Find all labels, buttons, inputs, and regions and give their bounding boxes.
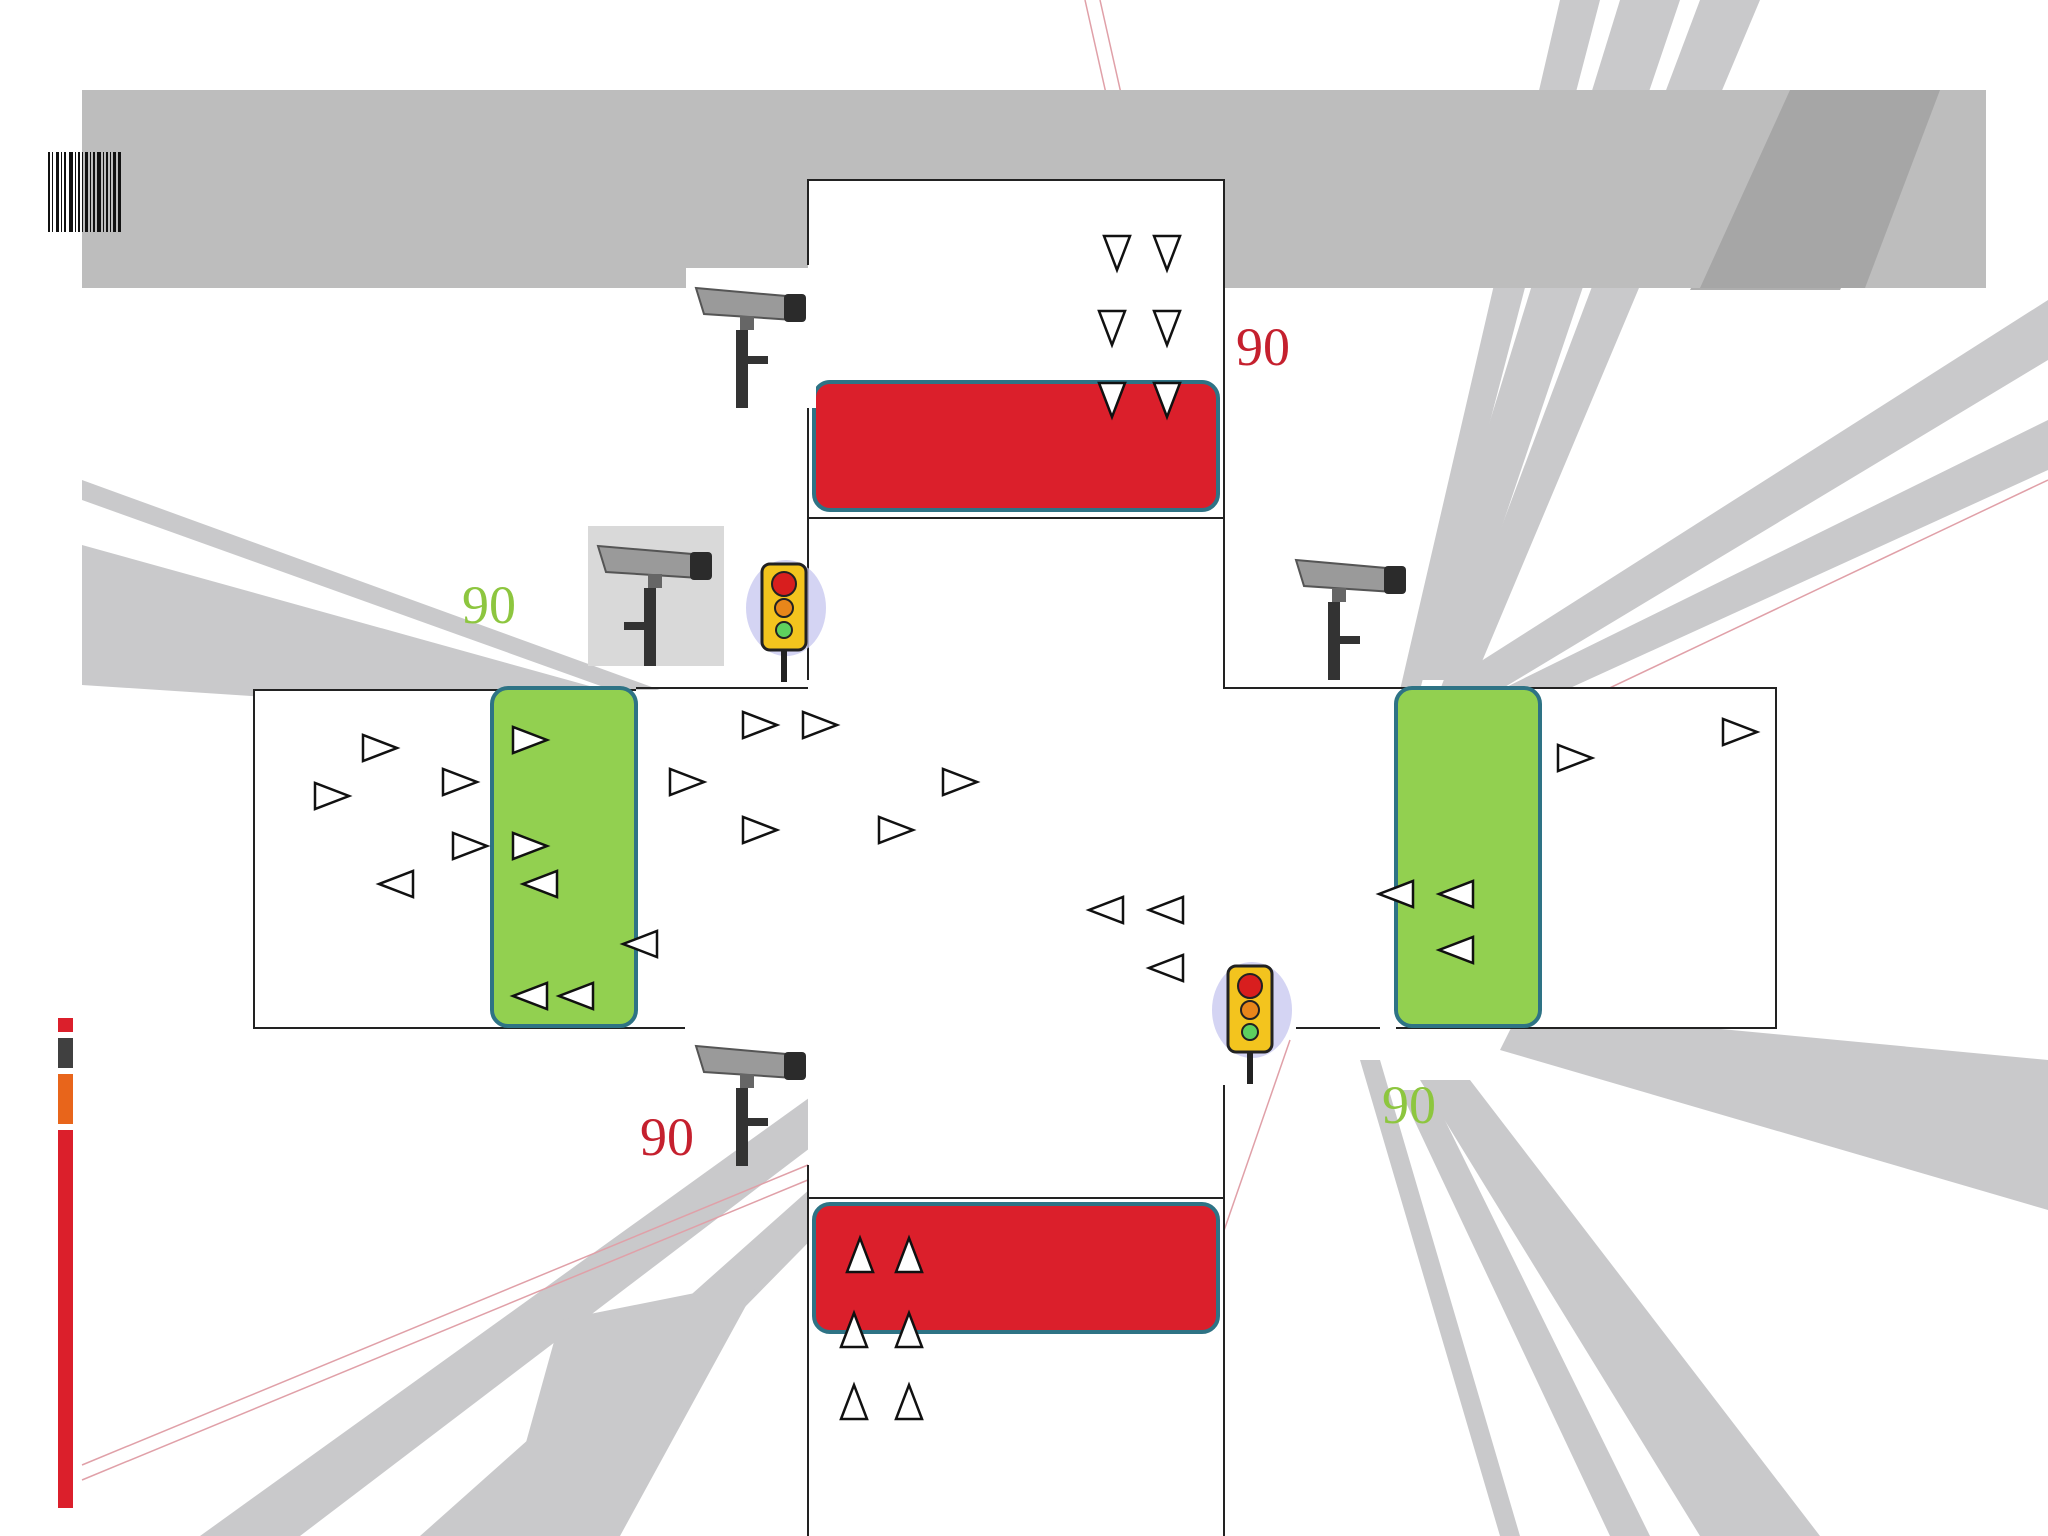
southbound-vehicles [1097, 234, 1182, 419]
west-timer: 90 [462, 575, 516, 635]
security-camera-icon [588, 526, 724, 666]
north-crosswalk-signal [812, 380, 1220, 512]
traffic-light-icon [746, 560, 826, 682]
barcode-logo-icon [48, 152, 121, 232]
east-timer: 90 [1382, 1075, 1436, 1135]
security-camera-icon [1294, 558, 1406, 680]
security-camera-icon [686, 268, 816, 408]
traffic-light-icon [1212, 962, 1292, 1084]
north-timer: 90 [1236, 317, 1290, 377]
northbound-vehicles [839, 1236, 924, 1421]
westbound-vehicles [377, 869, 1475, 1011]
security-camera-icon [694, 1044, 806, 1166]
eastbound-vehicles [313, 710, 1759, 861]
south-crosswalk-signal [812, 1202, 1220, 1334]
south-timer: 90 [640, 1107, 694, 1167]
east-crosswalk-signal [1394, 686, 1542, 1028]
